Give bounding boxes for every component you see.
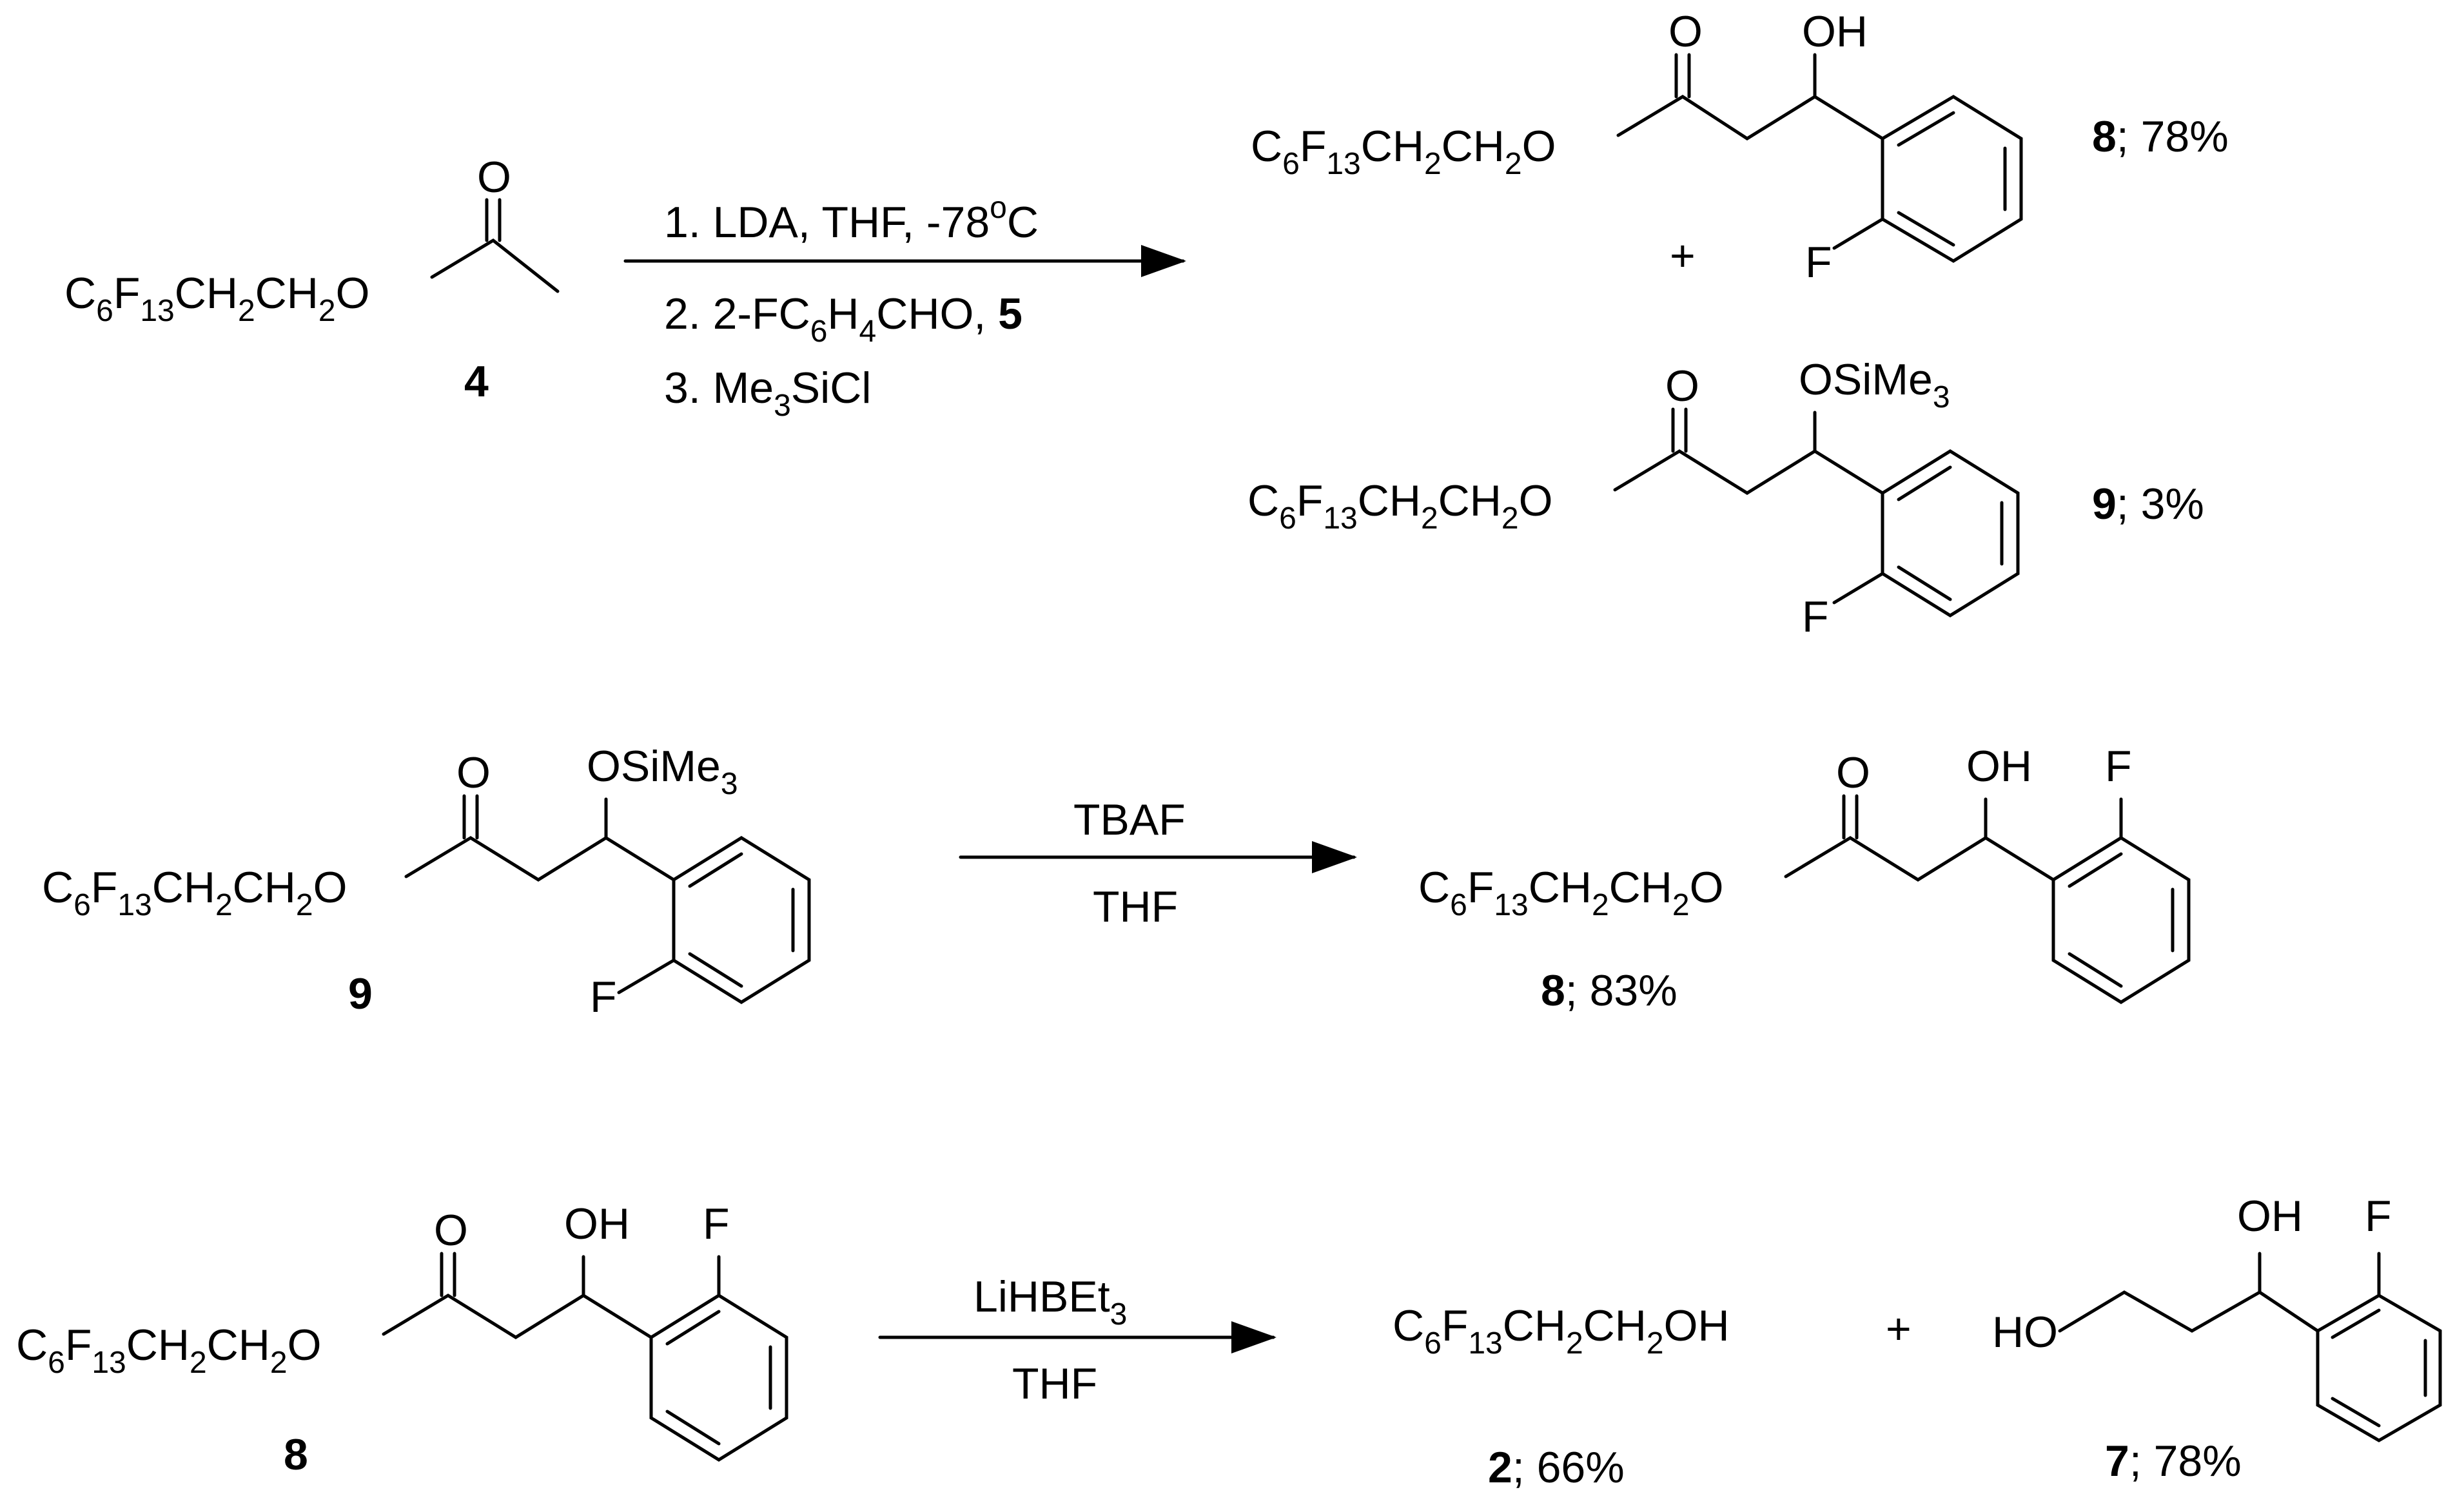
reactant-8-fluorine: F <box>703 1199 730 1248</box>
product-7-hydroxyl-start: HO <box>1992 1308 2058 1357</box>
reactant-4-formula: C6F13CH2CH2O <box>64 269 370 328</box>
condition-step-1: 1. LDA, THF, -78oC <box>664 191 1039 247</box>
product-8b-label: 8; 83% <box>1541 966 1677 1015</box>
reactant-9-ring-inner-bonds <box>688 852 795 988</box>
product-9-silyl-ether: OSiMe3 <box>1799 355 1950 414</box>
product-9-benzene-ring <box>1881 449 2020 617</box>
product-8b-carbonyl <box>1842 794 1859 840</box>
product-7-hydroxyl: OH <box>2237 1192 2303 1241</box>
product-9-ring-inner-bonds <box>1897 465 2004 601</box>
product-9-label: 9; 3% <box>2092 480 2204 528</box>
plus-sign-2: + <box>1886 1304 1912 1353</box>
reactant-8-carbonyl-oxygen: O <box>434 1206 468 1255</box>
compound-label-8: 8 <box>284 1430 308 1479</box>
product-8b-benzene-ring <box>2051 836 2191 1004</box>
reaction-1-conditions: 1. LDA, THF, -78oC 2. 2-FC6H4CHO, 5 3. M… <box>664 191 1039 423</box>
product-8-backbone <box>1616 95 1817 141</box>
product-2-formula: C6F13CH2CH2OH <box>1393 1301 1730 1361</box>
product-8-ring-inner-bonds <box>1897 111 2007 247</box>
reactant-9-fluoro-bond <box>617 958 676 994</box>
reactant-9-formula: C6F13CH2CH2O <box>42 863 347 922</box>
reactant-9-aryl-bond <box>604 836 676 882</box>
product-8-carbonyl <box>1674 53 1691 99</box>
product-2-structure: C6F13CH2CH2OH 2; 66% <box>1393 1301 1730 1492</box>
reaction-2: C6F13CH2CH2O O OSiMe3 F 9 TBAF THF C6F13… <box>42 742 2191 1022</box>
product-7-benzene-ring <box>2316 1294 2442 1442</box>
product-9-fluoro-bond <box>1832 572 1884 605</box>
product-8-fluorine: F <box>1805 238 1832 287</box>
product-8b-structure: C6F13CH2CH2O O OH F 8; 83% <box>1418 742 2191 1015</box>
product-8-structure: C6F13CH2CH2O O OH F + 8; 78% <box>1251 7 2229 287</box>
reactant-9-fluorine: F <box>590 973 617 1022</box>
product-8b-backbone <box>1784 836 1988 882</box>
condition-step-3: 3. Me3SiCl <box>664 363 871 423</box>
ester-chain-bond <box>430 238 560 293</box>
reactant-4-structure: C6F13CH2CH2O O 4 <box>64 153 560 406</box>
product-8-carbonyl-oxygen: O <box>1668 7 1703 56</box>
reactant-8-benzene-ring <box>649 1294 788 1462</box>
reactant-9-silyl-ether: OSiMe3 <box>587 742 738 801</box>
reactant-8-backbone <box>382 1294 585 1339</box>
reactant-8-aryl-bond <box>582 1294 653 1339</box>
compound-label-4: 4 <box>464 357 489 406</box>
reactant-9-carbonyl <box>462 794 479 840</box>
reactant-8-hydroxyl: OH <box>564 1199 630 1248</box>
reactant-8-carbonyl <box>440 1252 456 1297</box>
product-8b-formula: C6F13CH2CH2O <box>1418 863 1724 922</box>
product-7-backbone <box>2058 1290 2262 1333</box>
product-9-fluorine: F <box>1802 592 1829 641</box>
product-7-ring-inner-bonds <box>2331 1308 2427 1428</box>
product-8-hydroxyl: OH <box>1802 7 1868 56</box>
reactant-8-ring-inner-bonds <box>665 1310 772 1446</box>
product-7-aryl-bond <box>2258 1290 2320 1333</box>
product-8-aryl-bond <box>1813 95 1884 141</box>
reaction-3: C6F13CH2CH2O O OH F 8 LiHBEt3 THF C6F13C… <box>16 1192 2442 1492</box>
solvent-thf-2: THF <box>1093 882 1178 931</box>
product-8b-hydroxyl: OH <box>1966 742 2032 791</box>
product-9-formula: C6F13CH2CH2O <box>1247 476 1553 536</box>
carbonyl-double-bond <box>485 198 502 242</box>
solvent-thf-3: THF <box>1012 1359 1097 1408</box>
reactant-8-formula: C6F13CH2CH2O <box>16 1321 322 1380</box>
product-9-backbone <box>1613 449 1817 495</box>
product-8b-carbonyl-oxygen: O <box>1836 748 1870 797</box>
product-8-label: 8; 78% <box>2092 112 2229 161</box>
product-8-formula: C6F13CH2CH2O <box>1251 122 1556 181</box>
reactant-9-benzene-ring <box>672 836 811 1004</box>
product-9-carbonyl <box>1671 407 1688 453</box>
product-8b-aryl-bond <box>1984 836 2055 882</box>
product-9-carbonyl-oxygen: O <box>1665 362 1699 411</box>
condition-step-2: 2. 2-FC6H4CHO, 5 <box>664 289 1022 349</box>
plus-sign-1: + <box>1670 231 1696 280</box>
reactant-9-carbonyl-oxygen: O <box>456 748 491 797</box>
product-8-benzene-ring <box>1881 95 2023 263</box>
reagent-tbaf: TBAF <box>1073 795 1186 844</box>
product-7-label: 7; 78% <box>2105 1437 2242 1486</box>
product-2-label: 2; 66% <box>1488 1443 1625 1492</box>
product-7-structure: HO OH F 7; 78% <box>1992 1192 2442 1486</box>
product-8b-fluorine: F <box>2105 742 2132 791</box>
reactant-9-structure: C6F13CH2CH2O O OSiMe3 F 9 <box>42 742 811 1022</box>
reactant-8-structure: C6F13CH2CH2O O OH F 8 <box>16 1199 788 1479</box>
product-9-aryl-bond <box>1813 449 1884 495</box>
carbonyl-oxygen: O <box>477 153 511 202</box>
compound-label-9: 9 <box>348 969 373 1018</box>
product-7-fluorine: F <box>2365 1192 2392 1241</box>
product-8-fluoro-bond <box>1832 217 1884 250</box>
reactant-9-backbone <box>404 836 608 882</box>
reagent-lihbet3: LiHBEt3 <box>973 1272 1127 1332</box>
reaction-1: C6F13CH2CH2O O 4 1. LDA, THF, -78oC 2. 2… <box>64 7 2229 641</box>
product-8b-ring-inner-bonds <box>2068 852 2175 988</box>
product-9-structure: C6F13CH2CH2O O OSiMe3 F 9; 3% <box>1247 355 2204 641</box>
